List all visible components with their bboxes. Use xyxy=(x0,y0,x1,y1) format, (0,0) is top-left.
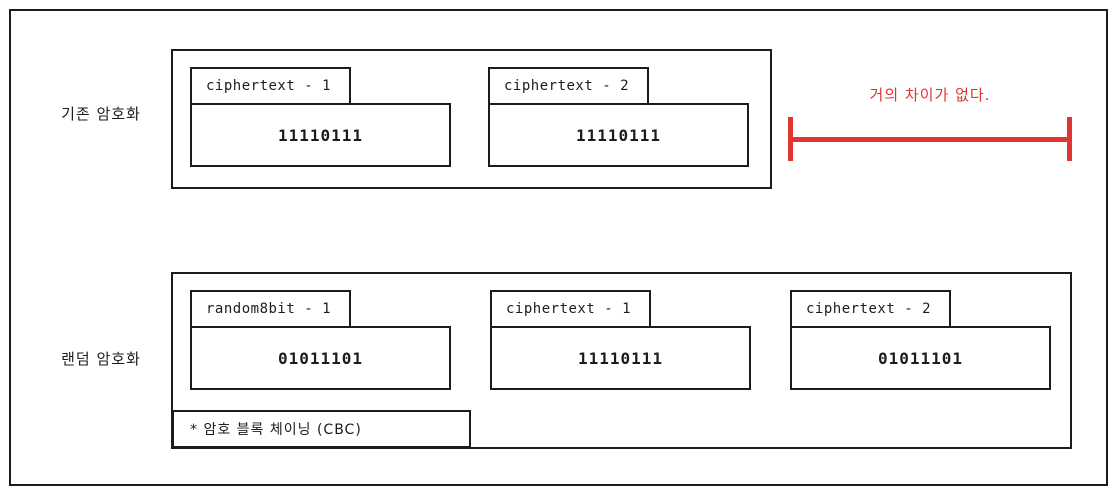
span-bracket-icon xyxy=(786,117,1074,161)
annotation-label: 거의 차이가 없다. xyxy=(869,86,991,104)
row-label-existing-encryption: 기존 암호화 xyxy=(61,105,141,123)
bracket-tick-right xyxy=(1067,117,1072,161)
block-value: 01011101 xyxy=(190,326,451,390)
block-label: ciphertext - 2 xyxy=(488,67,649,105)
block-value: 11110111 xyxy=(190,103,451,167)
note-cbc: * 암호 블록 체이닝 (CBC) xyxy=(172,410,471,448)
bracket-bar xyxy=(790,137,1070,142)
block-label: ciphertext - 2 xyxy=(790,290,951,328)
block-value: 01011101 xyxy=(790,326,1051,390)
row-label-random-encryption: 랜덤 암호화 xyxy=(61,350,141,368)
block-label: ciphertext - 1 xyxy=(190,67,351,105)
block-value: 11110111 xyxy=(488,103,749,167)
block-label: ciphertext - 1 xyxy=(490,290,651,328)
block-value: 11110111 xyxy=(490,326,751,390)
bracket-tick-left xyxy=(788,117,793,161)
block-label: random8bit - 1 xyxy=(190,290,351,328)
